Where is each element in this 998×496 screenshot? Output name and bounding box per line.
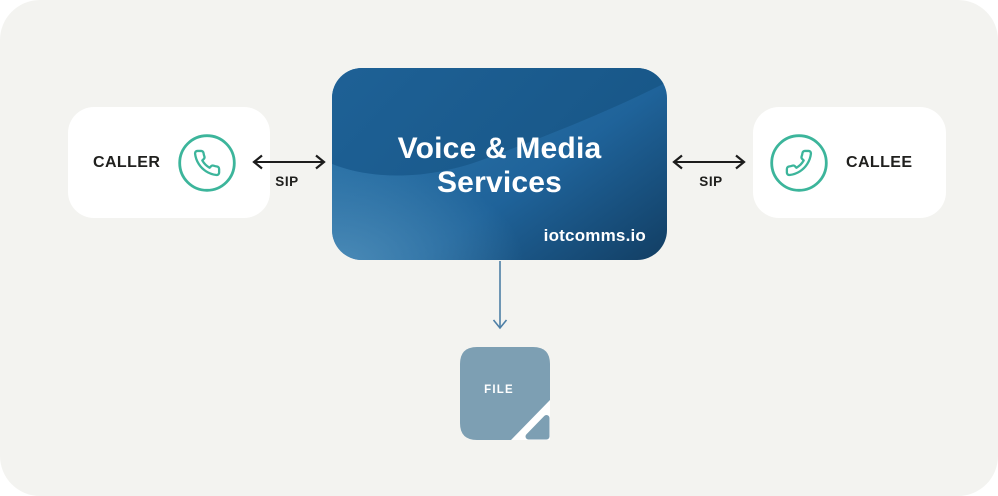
callee-label: CALLEE [846,153,913,171]
service-title: Voice & Media Services [332,132,667,200]
sip-arrow-left-icon [252,154,326,170]
sip-label-left: SIP [275,174,299,189]
service-title-line2: Services [436,166,563,199]
phone-icon [177,133,237,193]
file-label: FILE [484,383,514,396]
callee-node: CALLEE [753,107,946,218]
sip-label-right: SIP [699,174,723,189]
brand-label: iotcomms.io [543,226,646,245]
sip-arrow-right-icon [672,154,746,170]
down-arrow-icon [492,261,508,330]
voice-media-services-node: Voice & Media Services iotcomms.io [332,68,667,260]
phone-icon [769,133,829,193]
wave-background [332,68,667,260]
service-title-line1: Voice & Media [397,132,602,165]
file-node: FILE [460,347,550,440]
file-icon [460,347,550,440]
caller-node: CALLER [68,107,270,218]
caller-label: CALLER [93,153,161,171]
